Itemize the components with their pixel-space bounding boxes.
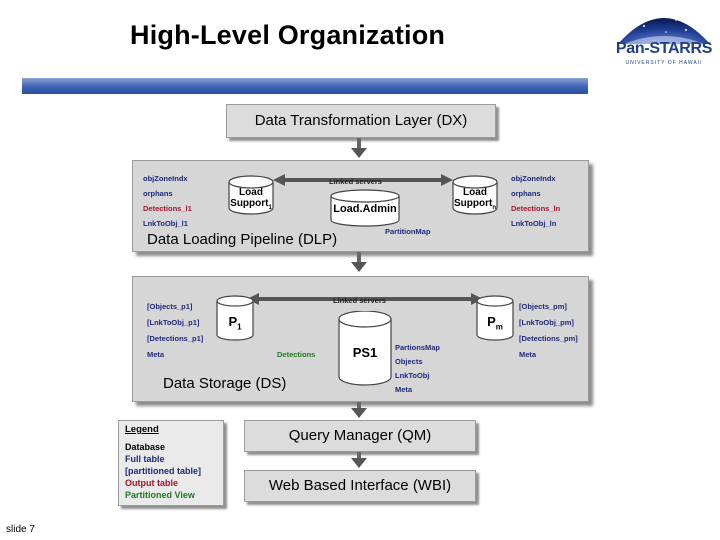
logo-subtitle: UNIVERSITY OF HAWAII — [625, 60, 703, 66]
slide-number: slide 7 — [6, 524, 35, 535]
slide-title: High-Level Organization — [130, 20, 446, 50]
ds-panel: [Objects_p1] [LnkToObj_p1] [Detections_p… — [132, 276, 589, 402]
database-icon — [452, 175, 498, 215]
legend-item: Partitioned View — [125, 490, 195, 500]
connector-stem — [357, 452, 361, 460]
load-admin-label: Load.Admin — [333, 203, 397, 215]
detections-view-label: Detections — [277, 350, 316, 359]
ds-right-item: [Objects_pm] — [519, 302, 567, 311]
ds-linked-servers-label: Linked servers — [333, 296, 386, 305]
legend-item: Full table — [125, 454, 165, 464]
database-icon — [330, 189, 400, 227]
dx-box: Data Transformation Layer (DX) — [226, 104, 496, 138]
down-arrow-icon — [351, 148, 367, 158]
wbi-label: Web Based Interface (WBI) — [268, 477, 452, 494]
p1-label: P1 — [228, 314, 242, 332]
database-icon — [228, 175, 274, 215]
wbi-box: Web Based Interface (WBI) — [244, 470, 476, 502]
ds-right-item: Meta — [519, 350, 537, 359]
ps1-item: PartionsMap — [395, 343, 441, 352]
dlp-right-item: objZoneIndx — [511, 174, 556, 183]
ps1-item: Meta — [395, 385, 413, 394]
dlp-linked-servers-label: Linked servers — [329, 177, 382, 186]
qm-label: Query Manager (QM) — [288, 427, 432, 444]
header-divider-bar — [22, 78, 588, 94]
linked-servers-arrow — [273, 174, 453, 186]
dlp-left-item: orphans — [143, 189, 173, 198]
down-arrow-icon — [351, 262, 367, 272]
pm-label: Pm — [487, 314, 503, 332]
dlp-left-item: Detections_l1 — [143, 204, 192, 213]
dlp-left-item: objZoneIndx — [143, 174, 188, 183]
legend-item: Output table — [125, 478, 178, 488]
load-support-n-label: Load Supportn — [454, 187, 496, 211]
dx-label: Data Transformation Layer (DX) — [254, 112, 468, 129]
down-arrow-icon — [351, 408, 367, 418]
legend-title: Legend — [125, 424, 159, 435]
linked-servers-arrow — [247, 293, 483, 305]
logo-text: Pan-STARRS — [615, 40, 713, 57]
database-icon — [338, 311, 392, 386]
pan-starrs-logo: Pan-STARRS UNIVERSITY OF HAWAII — [614, 4, 714, 74]
ds-left-item: [Objects_p1] — [147, 302, 193, 311]
ds-right-item: [LnkToObj_pm] — [519, 318, 574, 327]
ps1-item: LnkToObj — [395, 371, 430, 380]
dlp-right-item: Detections_ln — [511, 204, 561, 213]
ds-left-item: [LnkToObj_p1] — [147, 318, 200, 327]
partition-map-label: PartitionMap — [385, 227, 431, 236]
ds-label: Data Storage (DS) — [163, 375, 287, 392]
down-arrow-icon — [351, 458, 367, 468]
starry-sky-icon — [618, 14, 710, 44]
dlp-right-item: orphans — [511, 189, 541, 198]
ds-left-item: Meta — [147, 350, 165, 359]
database-icon — [476, 295, 514, 341]
ps1-item: Objects — [395, 357, 423, 366]
database-icon — [216, 295, 254, 341]
ds-right-item: [Detections_pm] — [519, 334, 578, 343]
dlp-left-item: LnkToObj_l1 — [143, 219, 188, 228]
legend-item: [partitioned table] — [125, 466, 201, 476]
dlp-right-item: LnkToObj_ln — [511, 219, 557, 228]
dlp-label: Data Loading Pipeline (DLP) — [147, 231, 338, 248]
connector-stem — [357, 138, 361, 150]
ds-left-item: [Detections_p1] — [147, 334, 204, 343]
load-support-1-label: Load Support1 — [230, 187, 272, 211]
connector-stem — [357, 252, 361, 264]
ps1-label: PS1 — [352, 345, 378, 360]
qm-box: Query Manager (QM) — [244, 420, 476, 452]
connector-stem — [357, 402, 361, 410]
legend-item: Database — [125, 442, 166, 452]
dlp-panel: objZoneIndx orphans Detections_l1 LnkToO… — [132, 160, 589, 252]
